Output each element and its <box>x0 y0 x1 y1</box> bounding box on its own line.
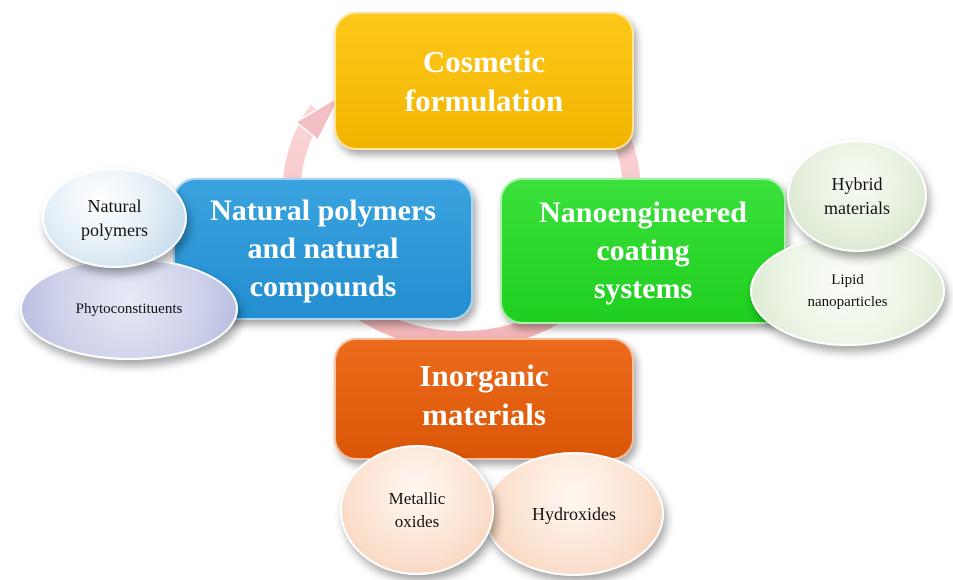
natural-polymers-bubble: Natural polymers <box>42 168 187 268</box>
hybrid-materials-bubble: Hybrid materials <box>787 140 927 252</box>
hydroxides-label: Hydroxides <box>532 503 616 524</box>
cycle-arrowhead <box>294 94 342 142</box>
natural-polymers-box: Natural polymers and natural compounds <box>173 178 473 320</box>
nanoengineered-coating-box: Nanoengineered coating systems <box>500 178 786 324</box>
lipid-nanoparticles-label: Lipid nanoparticles <box>807 272 888 310</box>
cosmetic-formulation-label: Cosmetic formulation <box>404 44 564 118</box>
cosmetic-formulation-box: Cosmetic formulation <box>334 12 634 150</box>
lipid-nanoparticles-bubble: Lipid nanoparticles <box>750 236 945 346</box>
natural-polymers-bubble-label: Natural polymers <box>81 196 148 240</box>
metallic-oxides-bubble: Metallic oxides <box>340 445 494 575</box>
phytoconstituents-label: Phytoconstituents <box>75 300 183 317</box>
hybrid-materials-label: Hybrid materials <box>824 174 890 218</box>
natural-polymers-label: Natural polymers and natural compounds <box>210 194 436 303</box>
hydroxides-bubble: Hydroxides <box>484 452 664 576</box>
inorganic-materials-label: Inorganic materials <box>419 358 549 432</box>
phytoconstituents-bubble: Phytoconstituents <box>20 258 238 360</box>
inorganic-materials-box: Inorganic materials <box>334 338 634 460</box>
nanoengineered-coating-label: Nanoengineered coating systems <box>539 196 747 305</box>
metallic-oxides-label: Metallic oxides <box>388 489 446 531</box>
